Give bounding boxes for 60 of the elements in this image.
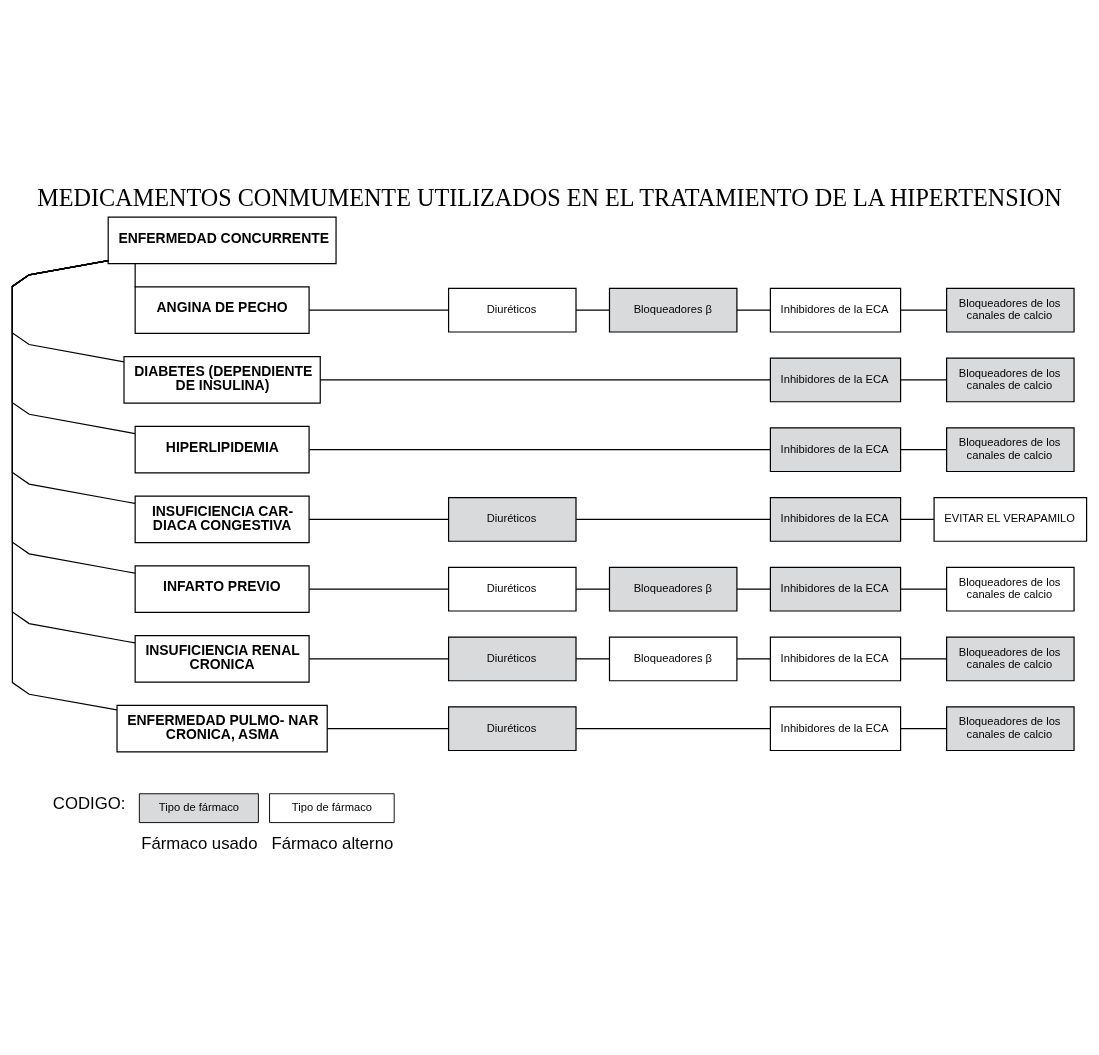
connector	[736, 657, 771, 659]
connector	[11, 259, 118, 710]
connector	[575, 518, 771, 520]
node-box: Inhibidores de la ECA	[769, 426, 902, 472]
connector	[319, 378, 771, 380]
connector	[575, 657, 610, 659]
connector	[900, 727, 947, 729]
node-box: ANGINA DE PECHO	[134, 285, 310, 334]
node-box: Bloqueadores β	[608, 287, 738, 333]
node-box: Bloqueadores de los canales de calcio	[946, 426, 1075, 472]
connector	[326, 727, 449, 729]
node-box: Diuréticos	[448, 566, 577, 612]
connector	[736, 588, 771, 590]
legend-label: Fármaco alterno	[271, 833, 394, 853]
connector	[308, 657, 450, 659]
node-box: Inhibidores de la ECA	[769, 287, 902, 333]
connector	[308, 518, 450, 520]
node-box: EVITAR EL VERAPAMILO	[933, 496, 1088, 542]
connector	[900, 448, 947, 450]
connector	[736, 309, 771, 311]
node-box: Bloqueadores de los canales de calcio	[946, 287, 1075, 333]
node-box: Diuréticos	[448, 705, 577, 751]
connector	[308, 309, 450, 311]
node-box: Bloqueadores β	[608, 566, 738, 612]
node-box: Bloqueadores de los canales de calcio	[946, 566, 1075, 612]
connector	[900, 309, 947, 311]
node-box: DIABETES (DEPENDIENTE DE INSULINA)	[123, 355, 321, 404]
connector	[575, 588, 610, 590]
label: CODIGO:	[52, 793, 126, 813]
node-box: Diuréticos	[448, 635, 577, 681]
node-box: Bloqueadores de los canales de calcio	[946, 635, 1075, 681]
node-box: Bloqueadores de los canales de calcio	[946, 356, 1075, 402]
connector	[134, 262, 136, 287]
node-box: Inhibidores de la ECA	[769, 635, 902, 681]
connector	[900, 588, 947, 590]
node-box: HIPERLIPIDEMIA	[134, 425, 310, 473]
legend-label: Fármaco usado	[141, 833, 258, 853]
connector	[900, 518, 935, 520]
node-box: Diuréticos	[448, 287, 577, 333]
node-box: INSUFICIENCIA CAR- DIACA CONGESTIVA	[134, 495, 310, 543]
node-box: Diuréticos	[448, 496, 577, 542]
node-box: ENFERMEDAD PULMO- NAR CRONICA, ASMA	[116, 704, 328, 752]
node-box: Bloqueadores β	[608, 635, 738, 681]
connector	[575, 727, 771, 729]
node-box: ENFERMEDAD CONCURRENTE	[107, 216, 337, 264]
node-box: INSUFICIENCIA RENAL CRONICA	[134, 634, 310, 683]
diagram-title: MEDICAMENTOS CONMUMENTE UTILIZADOS EN EL TRATAMIENTO DE LA HIPERTENSION	[37, 183, 1062, 211]
connector	[308, 588, 450, 590]
node-box: Inhibidores de la ECA	[769, 566, 902, 612]
node-box: Inhibidores de la ECA	[769, 705, 902, 751]
node-box: Inhibidores de la ECA	[769, 356, 902, 402]
node-box: Inhibidores de la ECA	[769, 496, 902, 542]
node-box: Bloqueadores de los canales de calcio	[946, 705, 1075, 751]
node-box: INFARTO PREVIO	[134, 564, 310, 613]
connector	[900, 378, 947, 380]
label: Tipo de fármaco	[158, 800, 240, 813]
connector	[308, 448, 771, 450]
label: Tipo de fármaco	[291, 800, 373, 813]
connector	[575, 309, 610, 311]
connector	[900, 657, 947, 659]
